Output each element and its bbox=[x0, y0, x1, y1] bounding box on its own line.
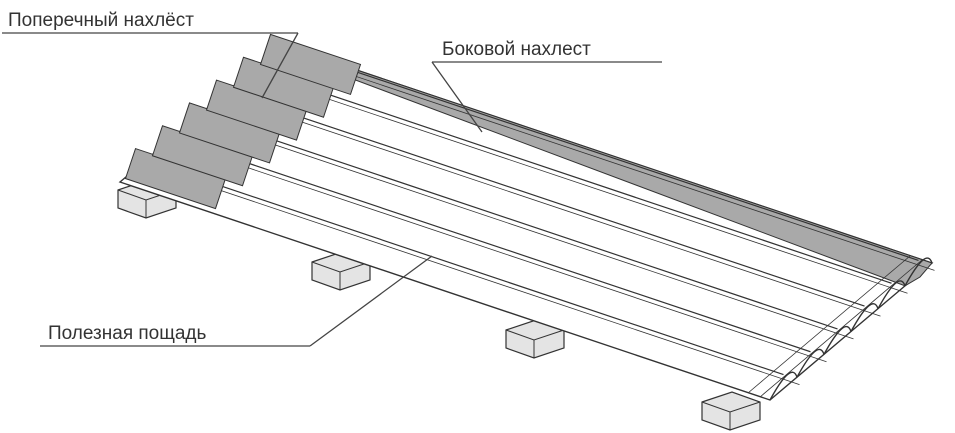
corrugation-valley-line bbox=[257, 74, 908, 294]
corrugation-crest-line bbox=[133, 156, 784, 376]
transverse-overlap-leader bbox=[261, 32, 299, 99]
beam-edge bbox=[701, 401, 761, 430]
side-overlap-text: Боковой нахлест bbox=[442, 39, 591, 60]
end-overlap-line bbox=[759, 259, 923, 398]
corrugation-valley-line bbox=[176, 143, 827, 363]
beam bbox=[701, 391, 761, 431]
label-transverse-overlap: Поперечный нахлёст bbox=[2, 10, 299, 99]
corrugation-valley-line bbox=[284, 52, 935, 271]
corrugation-crest-line bbox=[187, 110, 838, 330]
corrugation-valley-line bbox=[149, 166, 800, 385]
corrugation-crest-line bbox=[241, 64, 892, 284]
beam-edge bbox=[311, 261, 371, 290]
end-overlap-line bbox=[747, 255, 911, 394]
label-useful-area: Полезная пощадь bbox=[40, 255, 433, 347]
side-overlap-leader bbox=[431, 61, 483, 133]
corrugation-valley-line bbox=[230, 97, 881, 317]
corrugation-crest-line bbox=[160, 133, 811, 353]
corrugated-sheet bbox=[118, 33, 935, 401]
transverse-overlap-patch bbox=[259, 33, 362, 96]
corrugation-crest-line bbox=[214, 87, 865, 307]
corrugation-valley-line bbox=[203, 120, 854, 340]
corrugation-crest-line bbox=[268, 41, 919, 261]
beam-edge bbox=[505, 329, 565, 358]
transverse-overlap-text: Поперечный нахлёст bbox=[8, 10, 194, 31]
label-side-overlap: Боковой нахлест bbox=[431, 39, 662, 133]
useful-area-leader bbox=[309, 255, 433, 347]
sheet-end-profile bbox=[769, 257, 933, 401]
useful-area-text: Полезная пощадь bbox=[48, 323, 207, 344]
